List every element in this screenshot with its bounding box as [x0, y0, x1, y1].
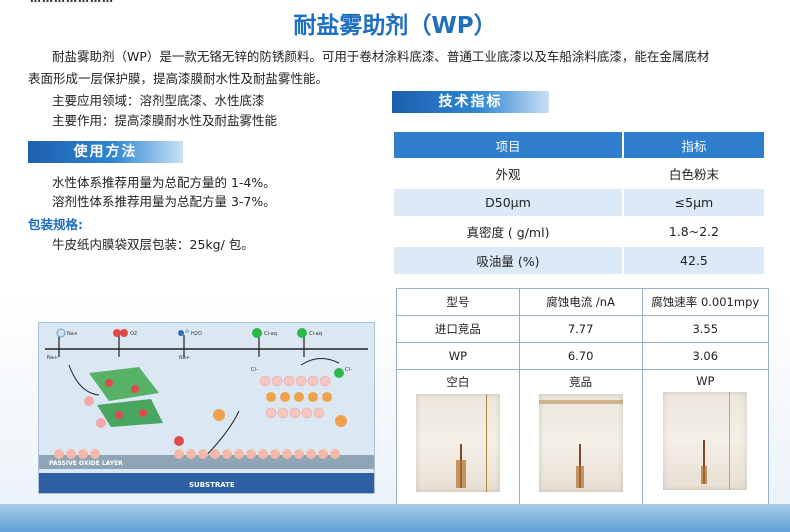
table-row: 进口竞品 7.77 3.55 — [396, 315, 769, 343]
spec-item: 吸油量 (%) — [394, 247, 622, 274]
table-row: 真密度 ( g/ml) 1.8~2.2 — [394, 218, 764, 245]
corr-cell: 进口竞品 — [396, 315, 520, 343]
ion-label: Cl- — [345, 367, 352, 373]
salt-spray-panel-competitor-image — [538, 394, 623, 492]
table-row: 型号 腐蚀电流 /nA 腐蚀速率 0.001mpy — [396, 288, 769, 316]
ion-label: Na+ — [179, 355, 190, 361]
ion-label: Cl- — [251, 367, 258, 373]
main-function: 主要作用：提高漆膜耐水性及耐盐雾性能 — [52, 113, 278, 128]
intro-line-2: 表面形成一层保护膜，提高漆膜耐水性及耐盐雾性能。 — [28, 71, 329, 86]
corr-header-model: 型号 — [396, 288, 520, 316]
photo-label: WP — [696, 374, 715, 388]
spec-item: D50μm — [394, 189, 622, 216]
salt-spray-panel-wp-image — [663, 392, 748, 490]
packaging-heading: 包装规格: — [28, 217, 83, 232]
corr-cell: WP — [396, 342, 520, 370]
corrosion-table: 型号 腐蚀电流 /nA 腐蚀速率 0.001mpy 进口竞品 7.77 3.55… — [396, 288, 769, 506]
specs-heading: 技术指标 — [392, 91, 549, 113]
spec-item: 外观 — [394, 160, 622, 187]
photo-cell-blank: 空白 — [396, 369, 520, 506]
usage-solvent: 溶剂性体系推荐用量为总配方量 3-7%。 — [52, 194, 276, 209]
spec-header-value: 指标 — [623, 132, 764, 158]
photo-cell-wp: WP — [641, 369, 769, 506]
packaging-text: 牛皮纸内膜袋双层包装：25kg/ 包。 — [52, 237, 254, 252]
spec-value: 1.8~2.2 — [623, 218, 764, 245]
application-field: 主要应用领域：溶剂型底漆、水性底漆 — [52, 93, 265, 108]
spec-table: 项目 指标 外观 白色粉末 D50μm ≤5μm 真密度 ( g/ml) 1.8… — [392, 130, 766, 276]
corr-header-rate: 腐蚀速率 0.001mpy — [641, 288, 769, 316]
ion-label: Na+ — [47, 355, 58, 361]
page-title: 耐盐雾助剂（WP） — [293, 13, 497, 39]
table-row: D50μm ≤5μm — [394, 189, 764, 216]
table-row: 吸油量 (%) 42.5 — [394, 247, 764, 274]
footer-decor-strip — [0, 504, 790, 532]
photo-label: 竞品 — [569, 375, 593, 389]
spec-value: ≤5μm — [623, 189, 764, 216]
photo-label: 空白 — [446, 375, 470, 389]
corr-cell: 3.06 — [641, 342, 769, 370]
table-row: WP 6.70 3.06 — [396, 342, 769, 370]
spec-header-item: 项目 — [394, 132, 622, 158]
salt-spray-panel-blank-image — [415, 394, 500, 492]
spec-value: 白色粉末 — [623, 160, 764, 187]
substrate-label: SUBSTRATE — [189, 481, 235, 489]
intro-paragraph: 耐盐雾助剂（WP）是一款无铬无锌的防锈颜料。可用于卷材涂料底漆、普通工业底漆以及… — [28, 46, 768, 90]
cut-off-header-text: ………………… — [30, 0, 114, 5]
table-row: 空白 竞品 WP — [396, 369, 769, 506]
anti-corrosion-mechanism-diagram: Na+ O2 H2O Cl-aq Cl-aq Na+ Na+ Cl- Cl- — [38, 322, 375, 494]
spec-value: 42.5 — [623, 247, 764, 274]
ion-label: Cl-aq — [264, 331, 277, 337]
passive-layer-label: PASSIVE OXIDE LAYER — [49, 460, 123, 467]
ion-label: Na+ — [67, 331, 78, 337]
corr-cell: 3.55 — [641, 315, 769, 343]
ion-label: Cl-aq — [309, 331, 322, 337]
ion-label: H2O — [191, 331, 202, 337]
spec-item: 真密度 ( g/ml) — [394, 218, 622, 245]
table-row: 外观 白色粉末 — [394, 160, 764, 187]
usage-water: 水性体系推荐用量为总配方量的 1-4%。 — [52, 175, 276, 190]
photo-cell-competitor: 竞品 — [518, 369, 643, 506]
ion-label: O2 — [130, 331, 137, 337]
arrow-icon — [58, 335, 305, 357]
corr-cell: 6.70 — [518, 342, 643, 370]
usage-heading: 使用方法 — [28, 141, 183, 163]
corr-header-current: 腐蚀电流 /nA — [518, 288, 643, 316]
mechanism-illustration: Na+ O2 H2O Cl-aq Cl-aq Na+ Na+ Cl- Cl- — [39, 328, 374, 493]
intro-line-1: 耐盐雾助剂（WP）是一款无铬无锌的防锈颜料。可用于卷材涂料底漆、普通工业底漆以及… — [52, 49, 710, 64]
corr-cell: 7.77 — [518, 315, 643, 343]
